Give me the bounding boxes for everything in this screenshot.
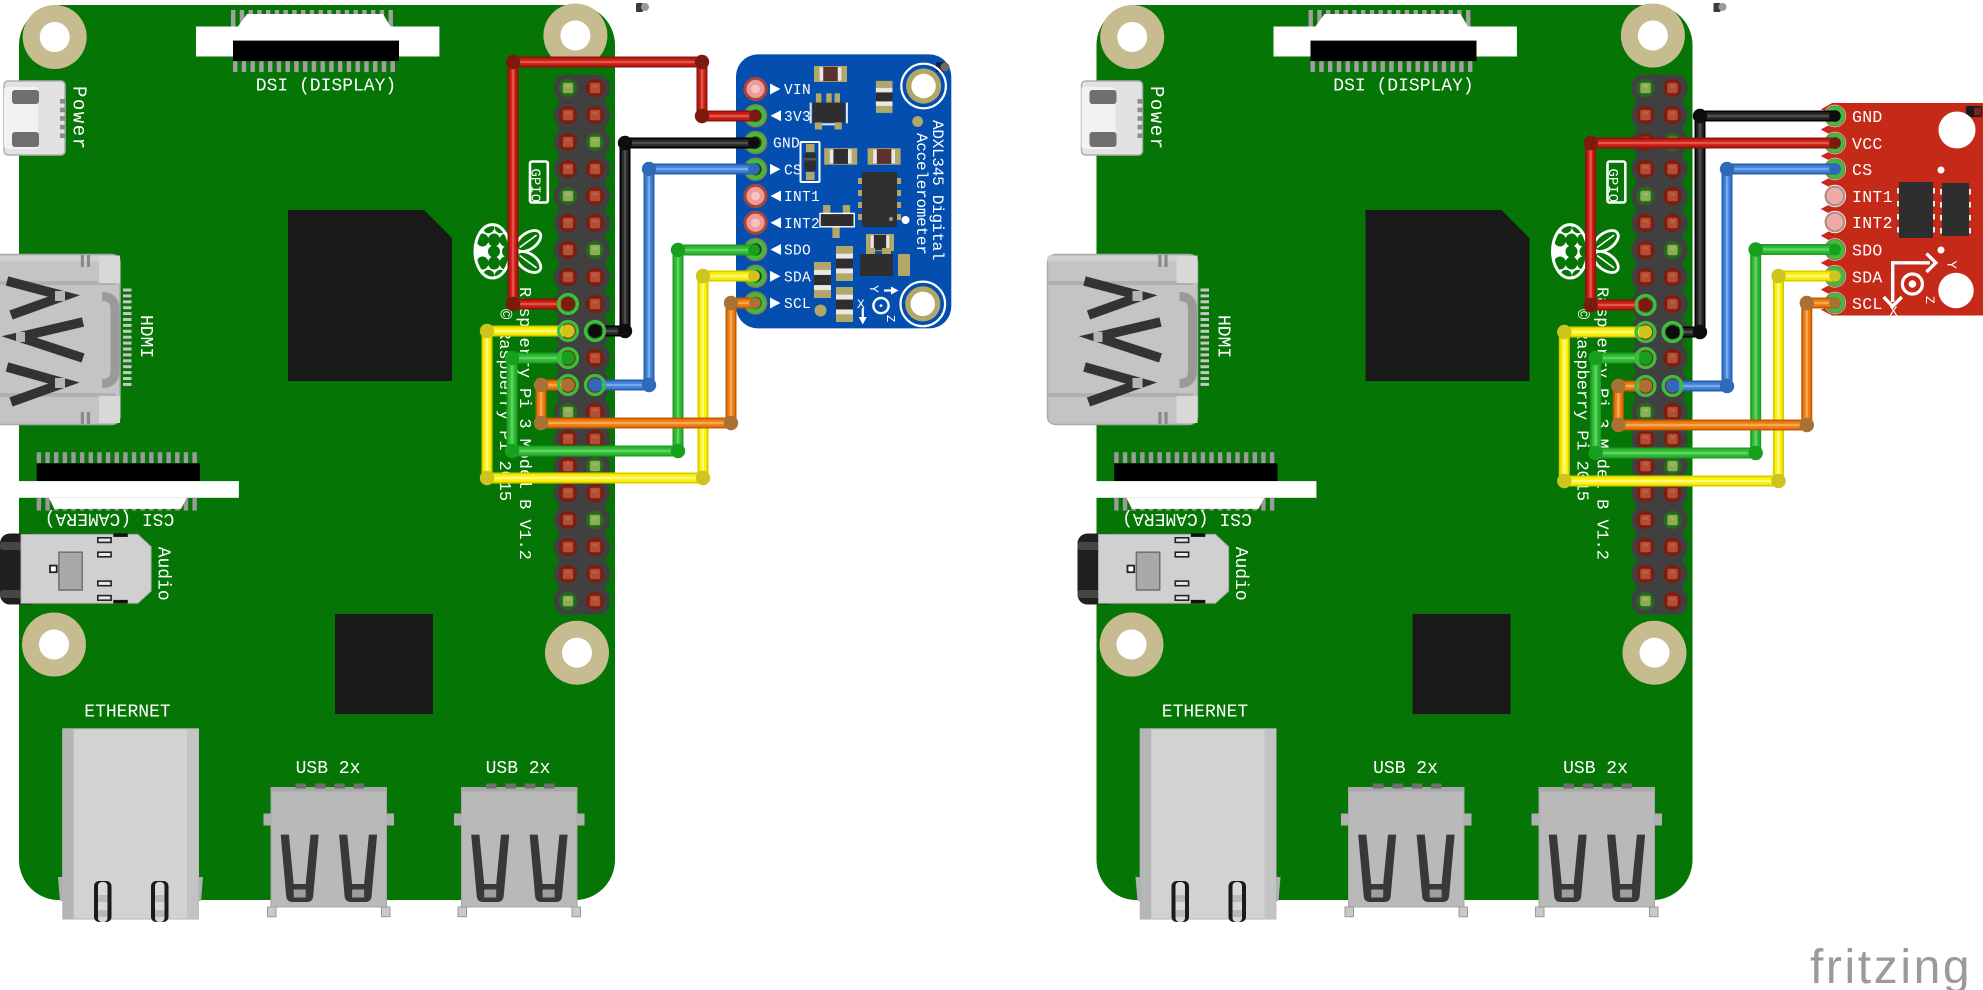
- svg-text:3V3: 3V3: [784, 110, 811, 126]
- svg-text:ADXL345 Digital: ADXL345 Digital: [928, 120, 946, 260]
- svg-text:HDMI: HDMI: [135, 315, 155, 358]
- svg-text:SDA: SDA: [784, 270, 811, 286]
- svg-text:fritzing: fritzing: [1810, 941, 1972, 990]
- svg-text:CSI (CAMERA): CSI (CAMERA): [45, 508, 175, 528]
- svg-text:USB 2x: USB 2x: [1373, 759, 1438, 779]
- svg-text:GND: GND: [1852, 108, 1883, 127]
- svg-text:Z: Z: [1922, 296, 1937, 304]
- svg-text:Audio: Audio: [1230, 547, 1250, 601]
- svg-text:Accelerometer: Accelerometer: [912, 133, 930, 255]
- svg-text:INT2: INT2: [784, 217, 820, 233]
- svg-text:SDA: SDA: [1852, 268, 1883, 287]
- svg-text:INT2: INT2: [1852, 214, 1893, 233]
- svg-text:ETHERNET: ETHERNET: [1162, 703, 1249, 723]
- svg-text:SCL: SCL: [1852, 295, 1883, 314]
- svg-text:HDMI: HDMI: [1213, 315, 1233, 358]
- svg-text:ETHERNET: ETHERNET: [84, 703, 171, 723]
- svg-text:SDO: SDO: [784, 244, 811, 260]
- svg-text:SCL: SCL: [784, 297, 811, 313]
- svg-text:SDO: SDO: [1852, 242, 1883, 261]
- svg-text:INT1: INT1: [1852, 188, 1893, 207]
- svg-text:Y: Y: [866, 285, 881, 293]
- svg-text:USB 2x: USB 2x: [486, 759, 551, 779]
- svg-text:VIN: VIN: [784, 83, 811, 99]
- svg-text:Y: Y: [1943, 261, 1959, 270]
- svg-text:USB 2x: USB 2x: [296, 759, 361, 779]
- svg-text:X: X: [857, 297, 865, 312]
- svg-text:DSI (DISPLAY): DSI (DISPLAY): [1333, 77, 1473, 97]
- svg-text:X: X: [1889, 305, 1898, 321]
- svg-text:VCC: VCC: [1852, 135, 1883, 154]
- svg-text:Audio: Audio: [153, 547, 173, 601]
- svg-text:Power: Power: [68, 86, 90, 151]
- svg-text:© Raspberry Pi 2015: © Raspberry Pi 2015: [1572, 309, 1591, 501]
- svg-text:CS: CS: [784, 163, 802, 179]
- svg-text:DSI (DISPLAY): DSI (DISPLAY): [256, 77, 396, 97]
- svg-text:CS: CS: [1852, 161, 1872, 180]
- svg-text:Z: Z: [883, 315, 897, 322]
- svg-text:GND: GND: [773, 137, 800, 153]
- svg-text:GPIO: GPIO: [1604, 169, 1620, 203]
- svg-text:INT1: INT1: [784, 190, 820, 206]
- svg-text:GPIO: GPIO: [527, 169, 543, 203]
- svg-text:USB 2x: USB 2x: [1563, 759, 1628, 779]
- svg-text:Power: Power: [1145, 86, 1167, 151]
- svg-text:CSI (CAMERA): CSI (CAMERA): [1122, 508, 1252, 528]
